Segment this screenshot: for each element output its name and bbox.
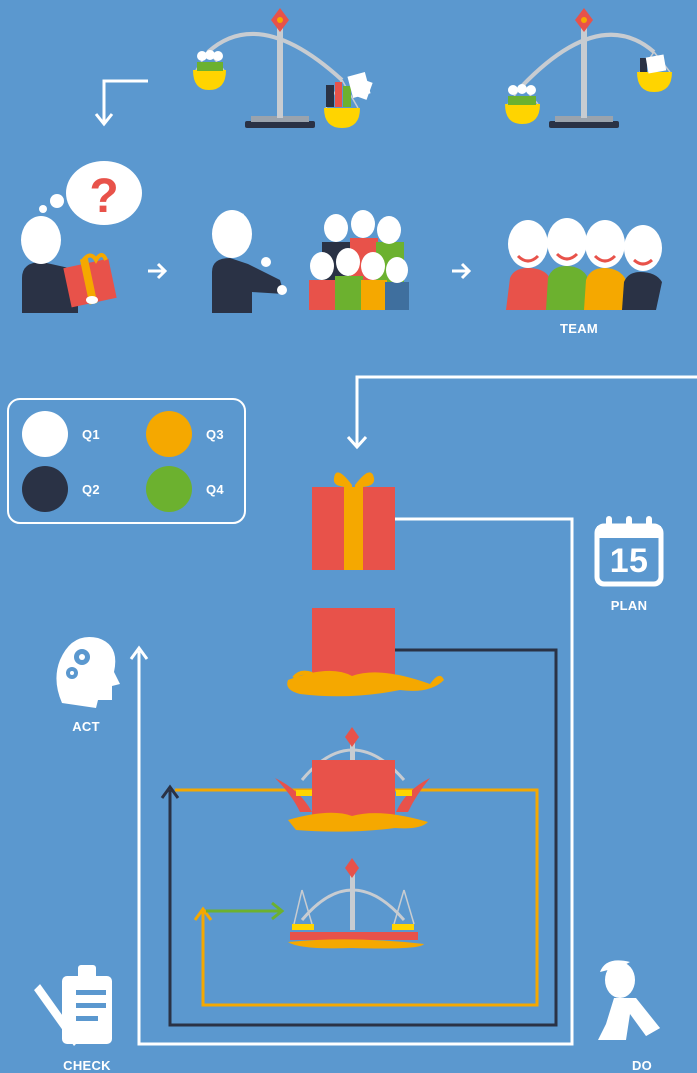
legend-label-q2: Q2: [82, 482, 100, 497]
calendar-icon: [594, 516, 664, 587]
balanced-scale-icon: [288, 858, 424, 949]
outer-white-loop: [137, 517, 574, 1046]
gift-box-icon: [312, 472, 395, 570]
clipboard-icon: [30, 965, 112, 1046]
calendar-day: 15: [609, 542, 649, 580]
open-box-icon: [287, 608, 444, 697]
legend-label-q1: Q1: [82, 427, 100, 442]
scale-with-box-icon: [275, 727, 430, 832]
scale-reversed: [505, 8, 672, 128]
person-presenting: [212, 210, 287, 313]
do-label: DO: [631, 1058, 653, 1073]
legend-swatch-q1: [22, 411, 68, 457]
team-illustration: [506, 218, 662, 310]
corner-arrow-top: [102, 79, 148, 122]
scale-unbalanced: [193, 8, 373, 128]
legend-swatch-q4: [146, 466, 192, 512]
legend-box: [7, 398, 246, 524]
orange-loop: [201, 788, 539, 1007]
check-label: CHECK: [63, 1058, 111, 1073]
head-gears-icon: [56, 636, 120, 708]
thinking-person: ?: [21, 161, 142, 313]
group-of-people: [309, 210, 409, 310]
plan-label: PLAN: [610, 598, 648, 613]
legend-swatch-q2: [22, 466, 68, 512]
legend-label-q4: Q4: [206, 482, 224, 497]
legend-swatch-q3: [146, 411, 192, 457]
navy-loop: [168, 648, 558, 1027]
connector-arrow-right: [355, 375, 697, 445]
question-mark-icon: ?: [89, 170, 118, 223]
team-label: TEAM: [559, 321, 599, 336]
legend-label-q3: Q3: [206, 427, 224, 442]
act-label: ACT: [72, 719, 100, 734]
walking-person-icon: [598, 960, 660, 1040]
